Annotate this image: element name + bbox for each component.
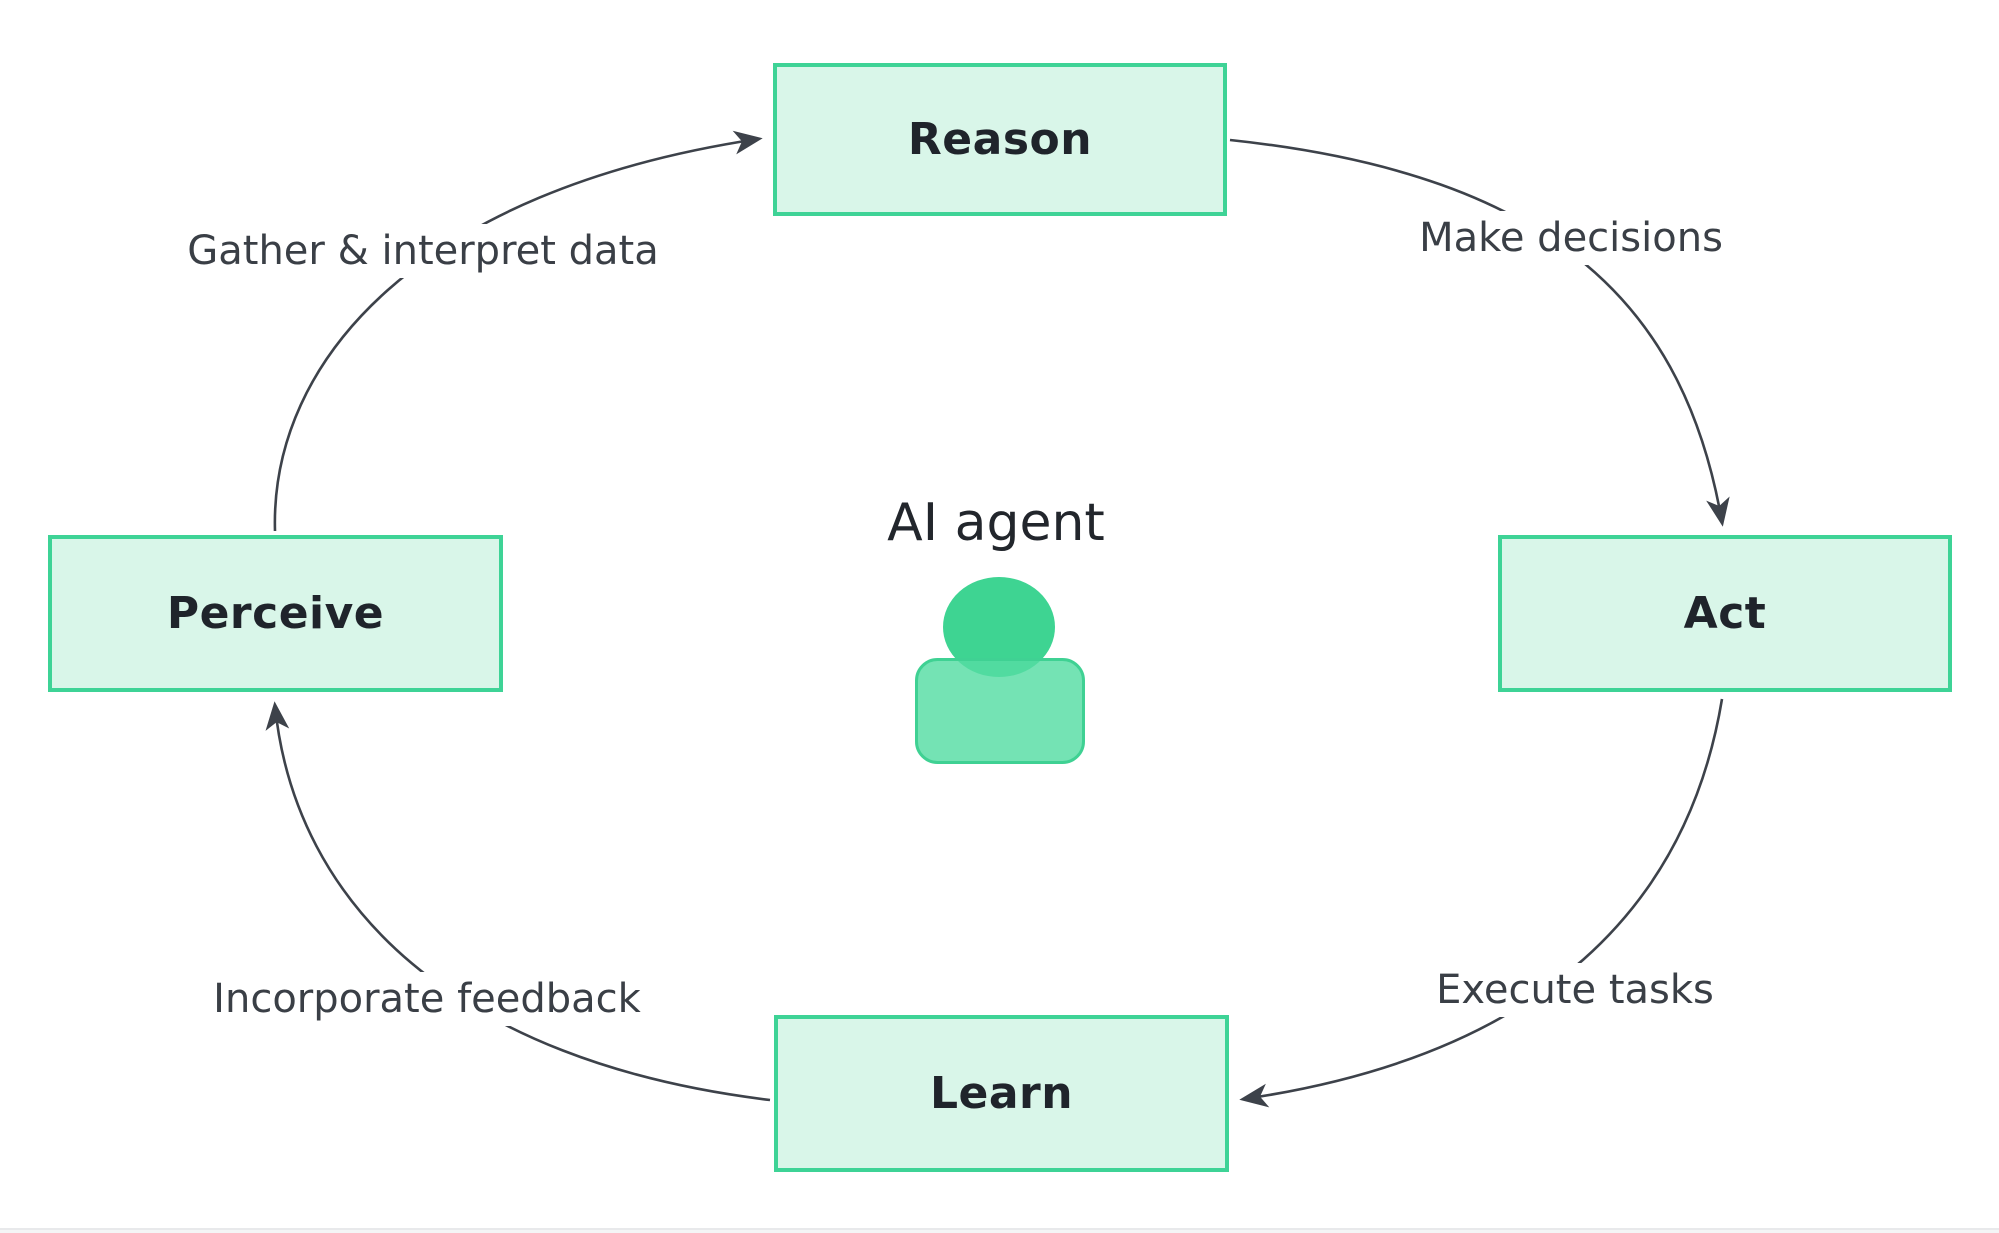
edge-learn-to-perceive: [265, 701, 771, 1102]
person-icon-body: [915, 658, 1085, 764]
edge-label-execute-tasks: Execute tasks: [1422, 963, 1728, 1017]
edge-label-make-decisions: Make decisions: [1405, 211, 1737, 265]
edge-label-incorporate-feedback: Incorporate feedback: [199, 972, 655, 1026]
edge-act-to-learn: [1239, 698, 1724, 1108]
bottom-edge-strip: [0, 1228, 1999, 1233]
node-act: Act: [1498, 535, 1952, 692]
person-icon-head: [943, 577, 1055, 677]
person-icon: [915, 577, 1085, 764]
node-act-label: Act: [1683, 588, 1767, 639]
node-reason-label: Reason: [907, 114, 1093, 165]
edge-label-gather-interpret-data: Gather & interpret data: [173, 224, 673, 278]
node-learn-label: Learn: [929, 1068, 1074, 1119]
edge-reason-to-act: [1229, 138, 1730, 527]
node-reason: Reason: [773, 63, 1227, 216]
diagram-title: AI agent: [887, 493, 1105, 553]
node-perceive: Perceive: [48, 535, 503, 692]
edge-perceive-to-reason: [273, 130, 763, 532]
node-perceive-label: Perceive: [166, 588, 385, 639]
node-learn: Learn: [774, 1015, 1229, 1172]
